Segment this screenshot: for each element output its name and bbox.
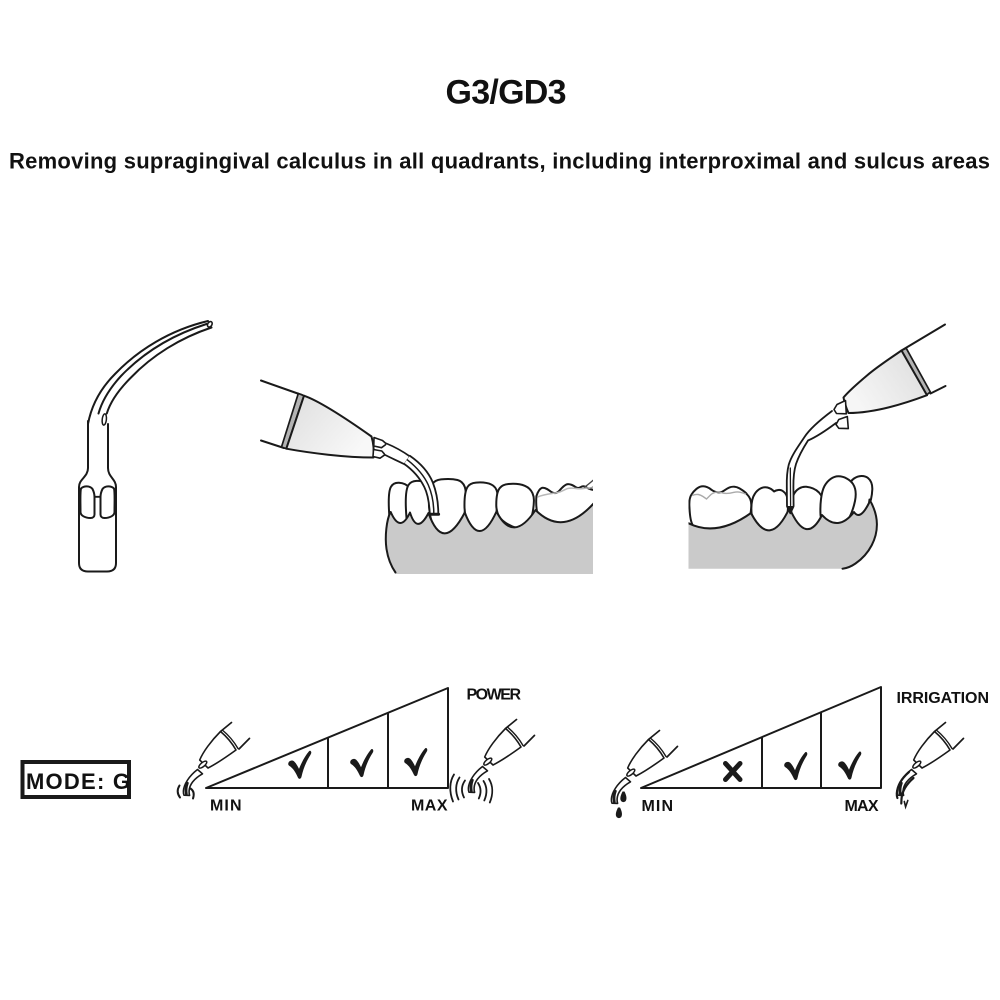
svg-text:MIN: MIN: [642, 798, 674, 815]
svg-text:MIN: MIN: [210, 798, 242, 815]
svg-text:MODE: G: MODE: G: [26, 769, 130, 794]
svg-text:MAX: MAX: [845, 798, 879, 815]
svg-text:Removing supragingival calculu: Removing supragingival calculus in all q…: [9, 149, 990, 174]
svg-text:IRRIGATION: IRRIGATION: [897, 690, 990, 707]
svg-text:G3/GD3: G3/GD3: [446, 74, 567, 112]
svg-text:MAX: MAX: [411, 798, 448, 815]
svg-text:POWER: POWER: [467, 687, 522, 704]
